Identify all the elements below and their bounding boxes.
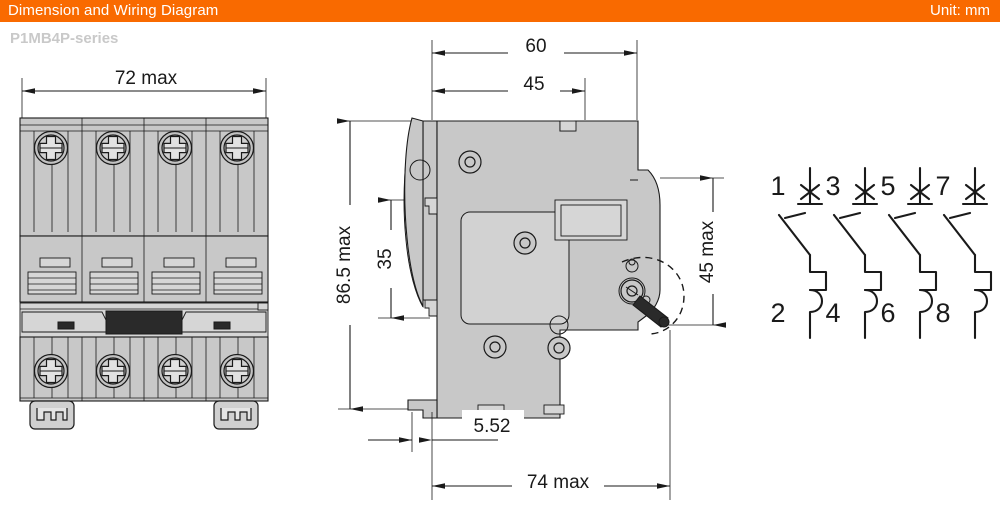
rivet-boss	[513, 231, 537, 255]
toggle-handle	[105, 310, 183, 335]
unit-label: Unit: mm	[930, 2, 990, 19]
toggle-lever	[618, 179, 685, 335]
side-view: 60 45 86.5 max	[334, 30, 727, 500]
terminal-screw	[33, 130, 69, 166]
dimension-60: 60	[431, 30, 638, 120]
dimension-label-72max: 72 max	[115, 68, 178, 89]
page-title: Dimension and Wiring Diagram	[8, 2, 219, 19]
terminal-screw	[33, 353, 69, 389]
dimension-5-52: 5.52	[368, 410, 524, 452]
dimension-label-74max: 74 max	[527, 472, 590, 493]
dimension-label-45max: 45 max	[697, 220, 718, 283]
dimension-label-86-5max: 86.5 max	[334, 225, 355, 304]
terminal-screw	[219, 353, 255, 389]
toggle-handle-band	[19, 302, 269, 338]
terminal-number-top: 7	[935, 171, 950, 201]
rivet-boss	[547, 336, 571, 360]
series-label: P1MB4P-series	[10, 30, 119, 47]
wiring-diagram: 1 2 3 4	[770, 166, 993, 340]
dimension-label-45: 45	[523, 74, 544, 95]
dimension-label-35: 35	[375, 248, 396, 269]
terminal-screw	[157, 130, 193, 166]
din-rail-clip	[213, 400, 259, 430]
terminal-screw	[95, 353, 131, 389]
dimension-label-60: 60	[525, 36, 546, 57]
front-view: 72 max	[19, 62, 269, 430]
dimension-35: 35	[375, 197, 430, 321]
rivet-boss	[483, 335, 507, 359]
terminal-number-bottom: 4	[825, 298, 840, 328]
terminal-number-top: 3	[825, 171, 840, 201]
header-bar	[0, 0, 1000, 22]
terminal-number-top: 1	[770, 171, 785, 201]
dimension-45: 45	[431, 68, 586, 120]
terminal-number-bottom: 8	[935, 298, 950, 328]
terminal-number-bottom: 6	[880, 298, 895, 328]
wiring-pole-2: 3 4	[825, 166, 883, 340]
dimension-74max: 74 max	[431, 330, 671, 500]
wiring-pole-3: 5 6	[880, 166, 938, 340]
terminal-number-bottom: 2	[770, 298, 785, 328]
dimension-45max: 45 max	[660, 175, 727, 328]
dimension-72max: 72 max	[21, 62, 267, 120]
terminal-number-top: 5	[880, 171, 895, 201]
wiring-pole-4: 7 8	[935, 166, 993, 340]
terminal-screw	[95, 130, 131, 166]
terminal-screw	[219, 130, 255, 166]
dimension-label-5-52: 5.52	[474, 416, 511, 437]
dimension-86-5max: 86.5 max	[334, 118, 420, 412]
din-rail-clip	[29, 400, 75, 430]
terminal-screw	[157, 353, 193, 389]
rivet-boss	[458, 150, 482, 174]
wiring-pole-1: 1 2	[770, 166, 828, 340]
